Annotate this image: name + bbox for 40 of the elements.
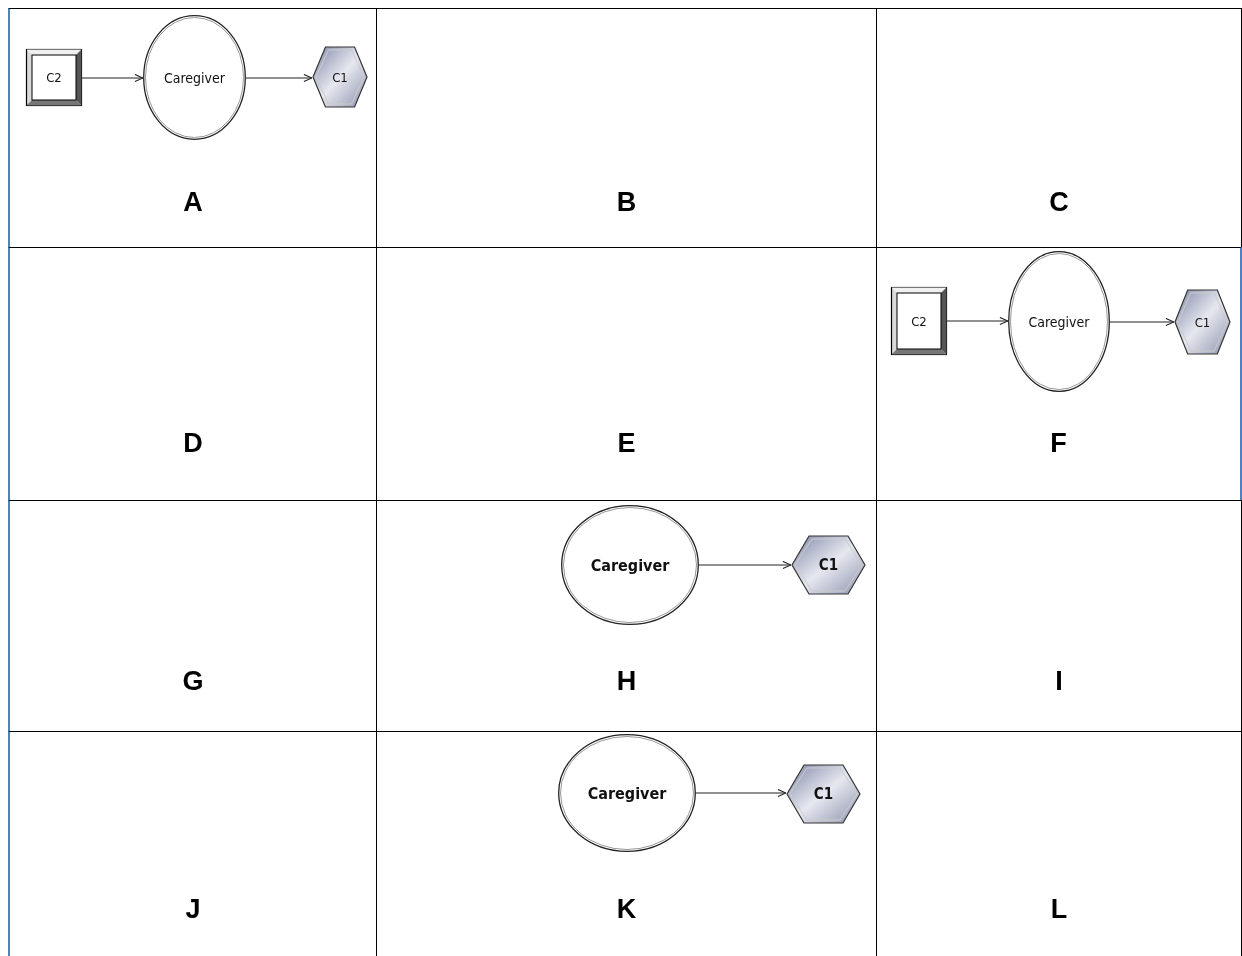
arrow — [698, 560, 792, 570]
arrow — [245, 73, 313, 83]
hexagon-node — [786, 764, 861, 824]
node-label: Caregiver — [590, 555, 670, 575]
ellipse-node — [561, 505, 699, 625]
panel-letter: A — [183, 187, 203, 217]
panel-letter: K — [616, 894, 637, 924]
hexagon-node — [312, 46, 368, 108]
node-label: C1 — [813, 785, 834, 803]
panel-letter: C — [1049, 187, 1069, 217]
node-label: C2 — [911, 313, 927, 329]
panel-letter: F — [1050, 428, 1067, 458]
hexagon-node — [791, 535, 866, 595]
ellipse-node — [558, 734, 696, 852]
panel-letter: B — [616, 187, 637, 217]
node-label: C1 — [1194, 314, 1211, 330]
table-cell — [8, 8, 377, 248]
table-cell — [876, 8, 1242, 248]
panel-letter: D — [183, 428, 203, 458]
arrow — [81, 73, 144, 83]
arrow — [695, 788, 787, 798]
node-label: C1 — [818, 556, 839, 574]
panel-letter: E — [617, 428, 636, 458]
bevel-square — [26, 49, 82, 106]
arrow — [1109, 317, 1175, 327]
hexagon-node — [1174, 289, 1231, 355]
ellipse-node — [1008, 251, 1110, 392]
node-label: Caregiver — [587, 783, 667, 803]
arrow — [946, 316, 1009, 326]
node-label: Caregiver — [164, 69, 225, 86]
panel-letter: L — [1050, 894, 1068, 924]
panel-letter: H — [616, 666, 637, 696]
node-label: C1 — [332, 69, 348, 85]
bevel-square — [891, 287, 947, 355]
panel-letter: I — [1055, 666, 1063, 696]
node-label: C2 — [46, 70, 62, 85]
panel-letter: G — [182, 666, 204, 696]
ellipse-node — [143, 15, 246, 140]
panel-letter: J — [185, 894, 201, 924]
node-label: Caregiver — [1028, 313, 1090, 330]
